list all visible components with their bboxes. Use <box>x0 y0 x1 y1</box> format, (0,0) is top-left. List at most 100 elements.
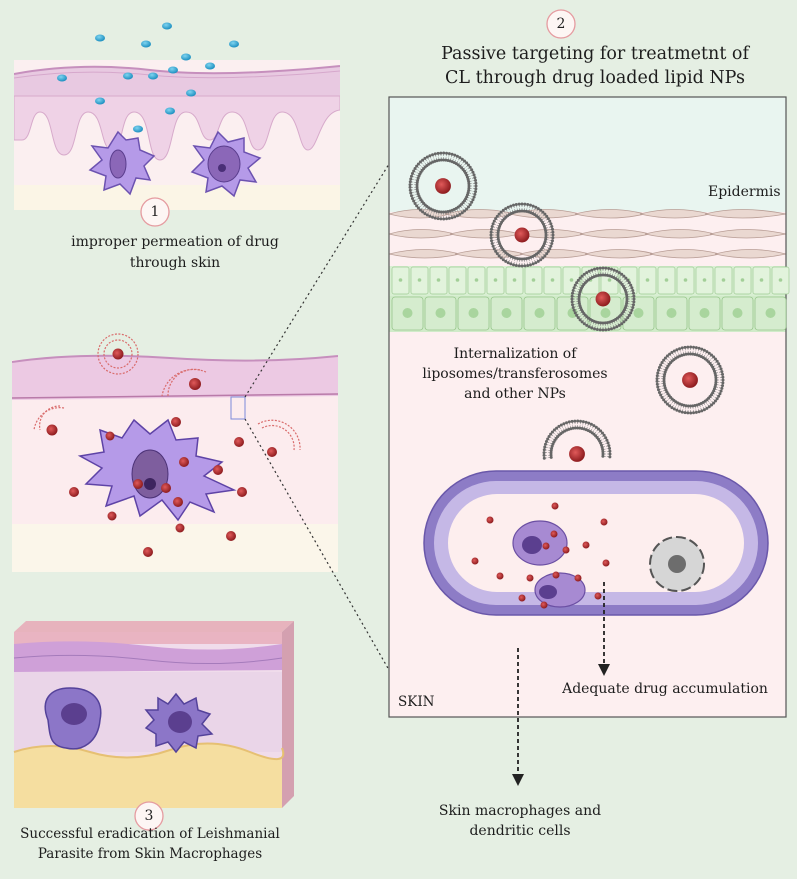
basal-cell-nucleus <box>721 278 726 282</box>
lipid-head <box>675 408 679 412</box>
lipid-head <box>620 272 624 276</box>
lipid-head <box>691 404 695 408</box>
lipid-head <box>436 151 440 155</box>
drug-particles <box>57 22 239 133</box>
lipid-head <box>445 151 449 155</box>
lipid-head <box>444 158 448 162</box>
step-1-caption: improper permeation of drug through skin <box>71 234 279 271</box>
lipid-head <box>549 455 553 459</box>
lipid-head <box>573 283 577 287</box>
lipid-head <box>548 247 552 251</box>
lipid-head <box>577 299 581 303</box>
lipid-head <box>705 350 709 354</box>
liposome <box>570 266 636 332</box>
lipid-head <box>512 203 516 207</box>
lipid-head <box>624 318 628 322</box>
lipid-head <box>680 346 684 350</box>
lipid-head <box>657 366 661 370</box>
lipid-head <box>562 422 566 426</box>
lipid-head <box>575 313 579 317</box>
lipid-head <box>662 358 666 362</box>
lipid-head <box>467 182 471 186</box>
lipid-head <box>713 399 717 403</box>
lipid-head <box>514 263 518 267</box>
lipid-head <box>686 352 690 356</box>
basal-cell-nucleus <box>455 278 460 282</box>
lipid-head <box>517 264 521 268</box>
lipid-head <box>501 258 505 262</box>
lipid-head <box>496 231 500 235</box>
lipid-head <box>570 297 574 301</box>
basal-cell-nucleus <box>534 308 545 318</box>
lipid-head <box>605 438 609 442</box>
lipid-head <box>465 207 469 211</box>
lipid-head <box>418 160 422 164</box>
lipid-head <box>550 241 554 245</box>
lipid-head <box>721 378 725 382</box>
lipid-head <box>656 388 660 392</box>
lipid-head <box>520 209 524 213</box>
lipid-head <box>590 326 594 330</box>
lipid-head <box>471 170 475 174</box>
lipid-head <box>615 325 619 329</box>
lipid-head <box>460 211 464 215</box>
step-3-number: 3 <box>144 808 154 824</box>
lipid-head <box>680 410 684 414</box>
lipid-head <box>447 216 451 220</box>
lipid-head <box>567 420 571 424</box>
lipid-head <box>607 327 611 331</box>
lipid-head <box>509 262 513 266</box>
lipid-head <box>609 267 613 271</box>
lipid-head <box>577 297 581 301</box>
lipid-head <box>573 311 577 315</box>
lipid-head <box>474 187 478 191</box>
lipid-head <box>549 432 553 436</box>
lipid-head <box>468 203 472 207</box>
lipid-head <box>550 239 554 243</box>
lipid-head <box>549 453 553 457</box>
basal-cell-nucleus <box>474 278 479 282</box>
lipid-head <box>551 236 555 240</box>
lipid-head <box>607 267 611 271</box>
lipid-head <box>474 190 478 194</box>
lipid-head <box>662 398 666 402</box>
lipid-head <box>442 217 446 221</box>
lipid-head <box>543 254 547 258</box>
lipid-head <box>509 204 513 208</box>
lipid-head <box>546 249 550 253</box>
lipid-head <box>686 404 690 408</box>
lipid-head <box>425 213 429 217</box>
lipid-head <box>607 444 611 448</box>
lipid-head <box>413 202 417 206</box>
lipid-head <box>608 446 612 450</box>
lipid-head <box>571 303 575 307</box>
basal-cell-nucleus <box>436 278 441 282</box>
panel-1-skin-section <box>14 60 340 210</box>
lipid-head <box>609 327 613 331</box>
lipid-head <box>721 384 725 388</box>
liposomes <box>408 151 725 462</box>
lipid-head <box>631 291 635 295</box>
lipid-head <box>675 348 679 352</box>
liposome-drug-core <box>569 446 585 462</box>
basal-cell-nucleus <box>607 278 612 282</box>
lipid-head <box>622 320 626 324</box>
lipid-head <box>570 294 574 298</box>
lipid-head <box>573 426 577 430</box>
lipid-head <box>712 355 716 359</box>
lipid-head <box>617 323 621 327</box>
basal-cell-nucleus <box>699 308 710 318</box>
liposome-drug-core <box>595 291 611 307</box>
basal-cell-nucleus <box>600 308 611 318</box>
lipid-head <box>587 325 591 329</box>
lipid-head <box>600 431 604 435</box>
lipid-head <box>620 322 624 326</box>
lipid-head <box>544 233 548 237</box>
lipid-head <box>700 409 704 413</box>
lipid-head <box>585 271 589 275</box>
lipid-head <box>683 411 687 415</box>
step-3-badge <box>134 801 164 831</box>
lipid-head <box>431 153 435 157</box>
lipid-head <box>499 256 503 260</box>
lipid-head <box>702 408 706 412</box>
